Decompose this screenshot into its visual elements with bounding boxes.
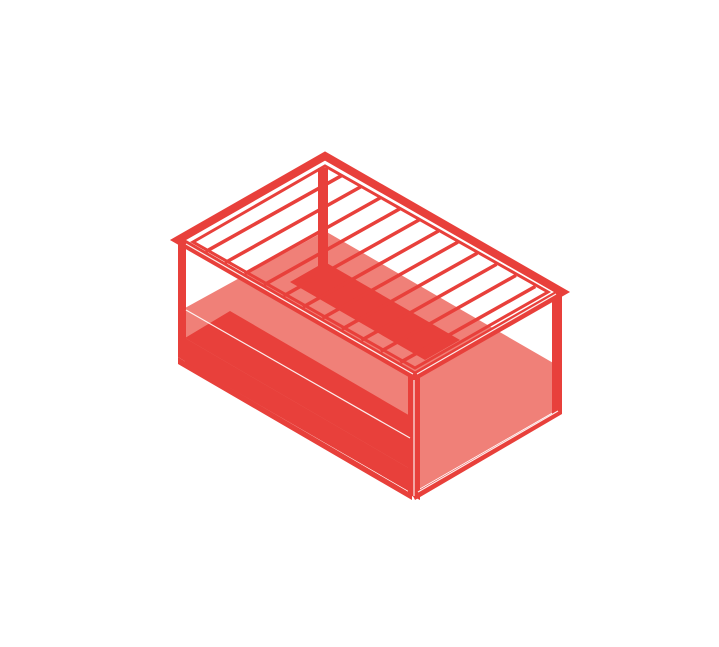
roof-slat bbox=[282, 218, 420, 298]
roof-slat bbox=[243, 196, 382, 276]
roof-slat bbox=[399, 284, 537, 364]
post-front-left bbox=[178, 240, 186, 362]
left-wall-base-panel bbox=[185, 338, 412, 493]
roof-inner-edge bbox=[189, 164, 552, 370]
roof-slat bbox=[224, 185, 362, 265]
highlight-lines bbox=[185, 243, 559, 496]
highlight-floor-edge bbox=[185, 309, 411, 439]
highlight-base-right bbox=[417, 410, 559, 493]
base-left-rail bbox=[178, 357, 412, 500]
highlight-roof-right bbox=[416, 293, 557, 375]
roof-slat bbox=[379, 273, 517, 353]
roof-slat bbox=[302, 229, 440, 309]
post-back bbox=[318, 168, 328, 282]
left-wall-lower-panel bbox=[185, 311, 412, 470]
roof-slats bbox=[204, 174, 537, 364]
roof-slat bbox=[263, 207, 401, 287]
roof-slat bbox=[360, 262, 498, 342]
roof-slat bbox=[341, 251, 479, 331]
post-right bbox=[552, 292, 562, 414]
roof-slat bbox=[321, 240, 459, 320]
highlight-roof-left bbox=[185, 243, 414, 375]
